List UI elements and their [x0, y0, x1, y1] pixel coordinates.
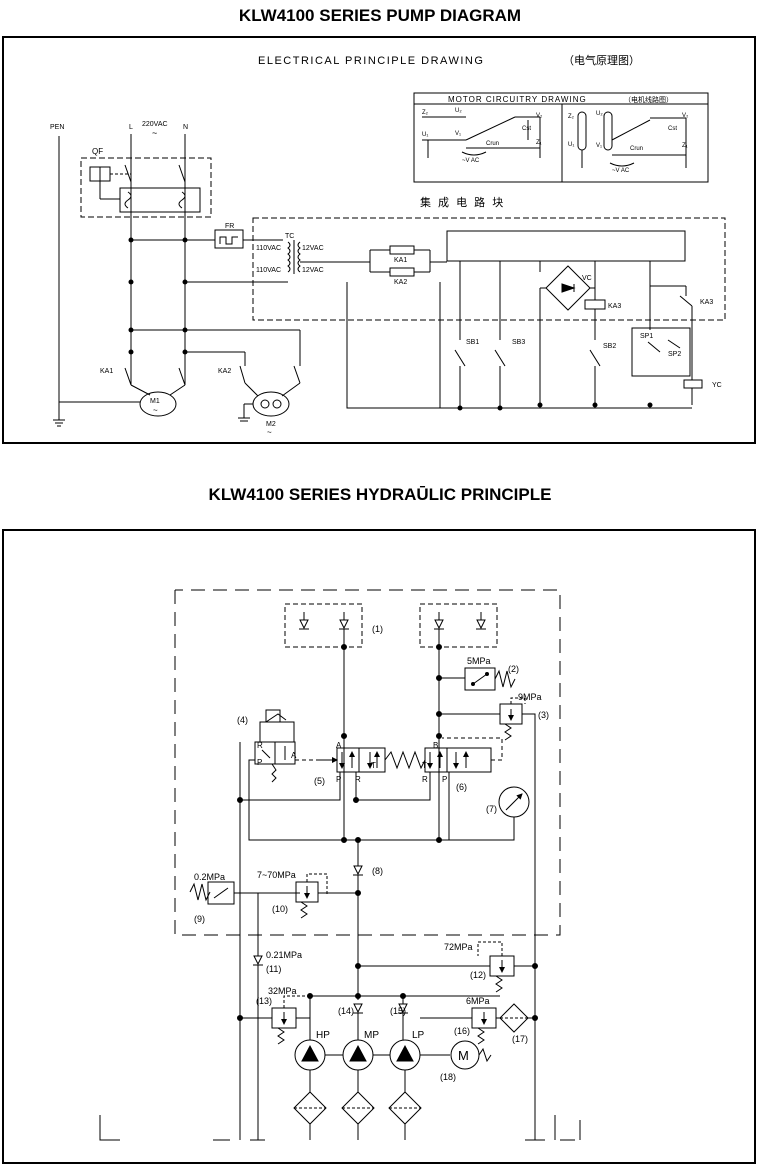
svg-text:KA1: KA1	[394, 257, 407, 264]
svg-text:KA3: KA3	[700, 299, 713, 306]
svg-text:（电机线路图）: （电机线路图）	[624, 95, 673, 104]
svg-text:12VAC: 12VAC	[302, 267, 324, 274]
svg-text:YC: YC	[712, 382, 722, 389]
svg-text:U₂: U₂	[455, 108, 462, 114]
svg-text:~: ~	[152, 128, 157, 138]
svg-text:(8): (8)	[372, 866, 383, 876]
svg-text:(3): (3)	[538, 710, 549, 720]
svg-text:(14): (14)	[338, 1006, 354, 1016]
svg-text:(6): (6)	[456, 782, 467, 792]
svg-text:Z₁: Z₁	[682, 143, 688, 149]
svg-text:(13): (13)	[256, 996, 272, 1006]
svg-text:A: A	[291, 751, 297, 760]
svg-text:V₂: V₂	[536, 113, 543, 119]
svg-text:Crun: Crun	[630, 146, 643, 152]
svg-text:P: P	[257, 758, 262, 767]
svg-text:~V AC: ~V AC	[612, 168, 630, 174]
electrical-heading: ELECTRICAL PRINCIPLE DRAWING	[258, 55, 484, 67]
hydraulic-panel: (1) 5MPa (2) 9MPa	[2, 529, 756, 1164]
hydraulic-principle-title: KLW4100 SERIES HYDRAŪLIC PRINCIPLE	[208, 485, 552, 504]
svg-text:P: P	[442, 775, 447, 784]
svg-text:V₁: V₁	[596, 143, 602, 149]
svg-text:Z₂: Z₂	[422, 110, 429, 116]
svg-text:(9): (9)	[194, 914, 205, 924]
line-l-label: L	[129, 124, 133, 131]
svg-text:Z₁: Z₁	[536, 140, 542, 146]
svg-text:SB2: SB2	[603, 343, 616, 350]
svg-text:72MPa: 72MPa	[444, 942, 473, 952]
svg-text:0.2MPa: 0.2MPa	[194, 872, 225, 882]
svg-text:P: P	[336, 775, 341, 784]
svg-text:Crun: Crun	[486, 141, 499, 147]
electrical-heading-cn: （电气原理图）	[563, 53, 640, 67]
svg-text:R: R	[355, 775, 361, 784]
top-check-valves	[299, 612, 486, 630]
svg-text:(2): (2)	[508, 664, 519, 674]
svg-text:7~70MPa: 7~70MPa	[257, 870, 296, 880]
svg-text:(12): (12)	[470, 970, 486, 980]
svg-text:Z₂: Z₂	[568, 114, 575, 120]
svg-text:U₁: U₁	[422, 132, 428, 138]
svg-text:SP1: SP1	[640, 333, 653, 340]
svg-text:V₁: V₁	[455, 131, 461, 137]
electrical-panel: ELECTRICAL PRINCIPLE DRAWING （电气原理图） PEN…	[2, 36, 756, 444]
svg-text:~: ~	[153, 406, 158, 415]
svg-text:(7): (7)	[486, 804, 497, 814]
svg-text:5MPa: 5MPa	[467, 656, 491, 666]
m2-label: M2	[266, 421, 276, 428]
supply-voltage: 220VAC	[142, 121, 168, 128]
svg-text:9MPa: 9MPa	[518, 692, 542, 702]
svg-text:KA2: KA2	[218, 368, 231, 375]
svg-text:B: B	[433, 741, 438, 750]
svg-text:(16): (16)	[454, 1026, 470, 1036]
svg-text:U₁: U₁	[568, 142, 574, 148]
svg-text:(5): (5)	[314, 776, 325, 786]
svg-text:Cst: Cst	[522, 126, 531, 132]
motor-heading: MOTOR CIRCUITRY DRAWING	[448, 95, 587, 104]
svg-text:(11): (11)	[266, 964, 281, 974]
svg-text:6MPa: 6MPa	[466, 996, 490, 1006]
svg-text:(4): (4)	[237, 715, 248, 725]
qf-label: QF	[92, 147, 103, 156]
pen-label: PEN	[50, 124, 64, 131]
svg-text:(15): (15)	[390, 1006, 406, 1016]
svg-text:SP2: SP2	[668, 351, 681, 358]
fr-label: FR	[225, 223, 234, 230]
svg-text:~V AC: ~V AC	[462, 158, 480, 164]
pump-lp-label: LP	[412, 1030, 425, 1041]
svg-text:110VAC: 110VAC	[256, 245, 281, 252]
svg-text:T: T	[422, 761, 427, 770]
svg-text:U₂: U₂	[596, 111, 603, 117]
svg-text:KA2: KA2	[394, 279, 407, 286]
svg-text:T: T	[371, 761, 376, 770]
svg-text:(10): (10)	[272, 904, 288, 914]
svg-text:~: ~	[267, 428, 272, 437]
m1-label: M1	[150, 398, 160, 405]
svg-text:KA1: KA1	[100, 368, 113, 375]
svg-text:0.21MPa: 0.21MPa	[266, 950, 302, 960]
svg-text:(17): (17)	[512, 1034, 528, 1044]
svg-text:SB3: SB3	[512, 339, 525, 346]
line-n-label: N	[183, 124, 188, 131]
svg-text:A: A	[336, 741, 342, 750]
svg-text:(18): (18)	[440, 1072, 456, 1082]
svg-text:Cst: Cst	[668, 126, 677, 132]
pump-diagram-title: KLW4100 SERIES PUMP DIAGRAM	[238, 6, 522, 25]
label-n1: (1)	[372, 624, 383, 634]
svg-text:R: R	[422, 775, 428, 784]
svg-text:110VAC: 110VAC	[256, 267, 281, 274]
svg-text:SB1: SB1	[466, 339, 479, 346]
svg-text:VC: VC	[582, 275, 592, 282]
svg-text:32MPa: 32MPa	[268, 986, 297, 996]
svg-text:R: R	[257, 741, 263, 750]
svg-text:KA3: KA3	[608, 303, 621, 310]
pump-hp-label: HP	[316, 1030, 330, 1041]
pump-mp-label: MP	[364, 1030, 379, 1041]
motor-label: M	[458, 1048, 469, 1063]
ic-block-label: 集 成 电 路 块	[420, 195, 505, 209]
tc-label: TC	[285, 233, 294, 240]
svg-text:12VAC: 12VAC	[302, 245, 324, 252]
svg-text:V₂: V₂	[682, 113, 689, 119]
